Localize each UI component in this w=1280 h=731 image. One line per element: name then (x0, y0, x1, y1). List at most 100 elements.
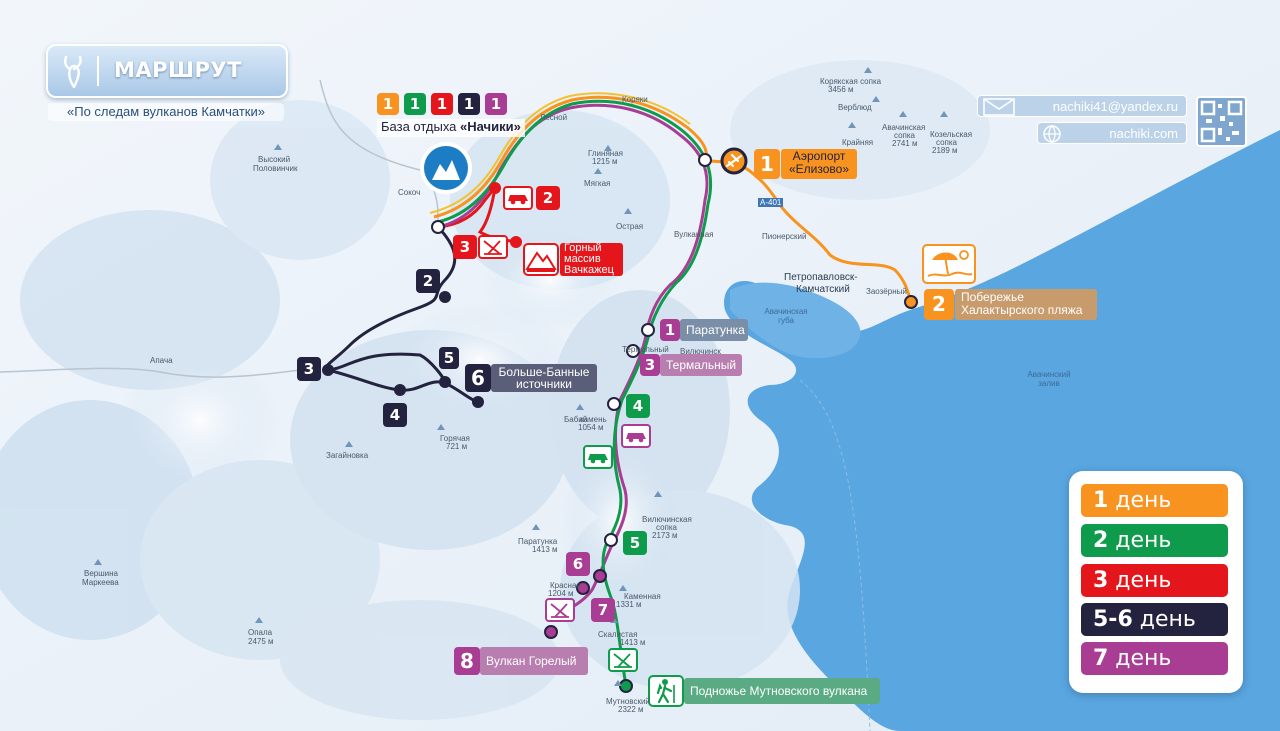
route-nodes (322, 147, 918, 693)
title-panel: МАРШРУТ (46, 44, 288, 98)
place-krasnaya-h: 1204 м (548, 589, 574, 598)
place-paratunka-m: Паратунка (518, 537, 558, 546)
route-badge-d3-a: 2 (536, 186, 560, 210)
sea-avachinskaya-guba-2: губа (778, 316, 794, 325)
place-kamennaya-h: 1331 м (616, 600, 642, 609)
hiker-icon (648, 675, 684, 707)
deer-logo-icon (64, 55, 82, 89)
place-lesnoy: Лесной (540, 113, 568, 122)
legend-day-5-6-num: 5-6 (1093, 607, 1133, 632)
car-icon-day-3 (503, 186, 533, 210)
vachkazhets-line3: Вачкажец (564, 264, 614, 276)
mail-icon (983, 98, 1015, 116)
route-badge-d56-b: 3 (297, 357, 321, 381)
legend-day-7: 7 день (1081, 642, 1228, 675)
place-kamennaya: Каменная (624, 592, 661, 601)
thermal-label: Термальный (660, 354, 742, 376)
vachkazhets-line2: массив (564, 253, 601, 265)
route-badge-d7-a: 6 (566, 552, 590, 576)
place-opala: Опала (248, 628, 273, 637)
gorely-label: Вулкан Горелый (480, 647, 588, 675)
place-vysokiy: Высокий (258, 155, 291, 164)
base-label-name: «Начики» (460, 119, 521, 134)
legend-day-5-6: 5-6 день (1081, 603, 1228, 636)
base-badge-day-3: 1 (431, 93, 453, 115)
place-koryakskaya: Корякская сопка (820, 77, 882, 86)
place-vilyuchinskaya-h: 2173 м (652, 531, 678, 540)
place-vulkannaya: Вулканная (674, 230, 714, 239)
legend-day-2-text: день (1108, 528, 1172, 553)
legend-day-1: 1 день (1081, 484, 1228, 517)
bolshe-bannye-label: Больше-Банные источники (491, 364, 597, 392)
airport-label: Аэропорт «Елизово» (781, 149, 857, 179)
route-day-1-outline (429, 92, 691, 214)
legend-day-7-num: 7 (1093, 646, 1109, 671)
airport-label-line1: Аэропорт (792, 149, 846, 163)
place-zaginovka: Загайновка (326, 451, 369, 460)
base-label-prefix: База отдыха (381, 119, 461, 134)
email-contact[interactable]: nachiki41@yandex.ru (977, 95, 1187, 117)
site-text: nachiki.com (1109, 126, 1178, 141)
beach-label-line1: Побережье (961, 290, 1024, 304)
place-skalistaya: Скалистая (598, 630, 638, 639)
vachkazhets-line1: Горный (564, 242, 602, 254)
legend-day-7-text: день (1108, 646, 1172, 671)
road-north (319, 79, 439, 228)
place-glinyanaya: Глиняная (588, 149, 623, 158)
place-babiy: Бабий (564, 415, 588, 424)
qr-code-icon[interactable] (1196, 96, 1247, 147)
base-badge-day-5-6: 1 (458, 93, 480, 115)
place-polovinchik: Половинчик (253, 164, 298, 173)
bolshe-bannye-line1: Больше-Банные (498, 365, 590, 379)
legend-day-2: 2 день (1081, 524, 1228, 557)
legend-day-3-text: день (1108, 568, 1172, 593)
thermal-badge: 3 (640, 354, 660, 376)
place-markeeva: Маркеева (82, 578, 119, 587)
route-badge-d7-b: 7 (591, 598, 615, 622)
route-day-5-6-branch (327, 352, 447, 384)
place-skalistaya-h: 1413 м (620, 638, 646, 647)
base-badge-day-7: 1 (485, 93, 507, 115)
sea-avachinsky-zaliv-1: Авачинский (1027, 370, 1071, 379)
place-pionersky: Пионерский (762, 232, 807, 241)
place-goryachaya-h: 721 м (446, 442, 468, 451)
place-avachinskaya-h: 2741 м (892, 139, 918, 148)
place-petropavlovsk: Петропавловск- (784, 272, 858, 283)
sea-avachinsky-zaliv-2: залив (1038, 379, 1060, 388)
mutnovsky-label: Подножье Мутновского вулкана (684, 678, 880, 704)
place-krasnaya: Красная (550, 581, 581, 590)
base-emblem (420, 142, 472, 194)
bolshe-bannye-line2: источники (515, 377, 572, 391)
place-kozelskaya: Козельская (930, 130, 973, 139)
place-verhnyaya: Вершина (84, 569, 118, 578)
place-termalny: Термальный (622, 345, 669, 354)
paratunka-label: Паратунка (680, 319, 748, 341)
place-avachinskaya2: сопка (894, 131, 915, 140)
place-road-a401: А-401 (758, 198, 784, 207)
legend-day-1-text: день (1108, 488, 1172, 513)
car-icon-day-2 (583, 445, 613, 469)
ski-icon-day-2 (608, 648, 638, 672)
base-badge-day-1: 1 (377, 93, 399, 115)
route-day-2 (437, 99, 713, 687)
globe-icon (1043, 125, 1061, 143)
title-divider (97, 56, 99, 86)
base-badge-day-2: 1 (404, 93, 426, 115)
place-mutnovsky: Мутновский (606, 697, 650, 706)
road-west (0, 367, 301, 378)
place-zaozerny: Заозёрный (866, 287, 907, 296)
route-badge-d2-b: 5 (623, 531, 647, 555)
vachkazhets-label: Горный массив Вачкажец (560, 243, 623, 276)
route-badge-d56-c: 4 (383, 403, 407, 427)
legend-day-3: 3 день (1081, 564, 1228, 597)
page-subtitle: «По следам вулканов Камчатки» (48, 103, 284, 121)
site-contact[interactable]: nachiki.com (1037, 122, 1187, 144)
beach-label-line2: Халактырского пляжа (961, 303, 1083, 317)
place-vilyuchinskaya: Вилючинская (642, 515, 692, 524)
mountain-icon-day-3 (523, 243, 559, 276)
page-title: МАРШРУТ (114, 58, 242, 82)
airport-label-line2: «Елизово» (788, 162, 849, 176)
airplane-icon (725, 153, 743, 168)
place-glinyanaya-h: 1215 м (592, 157, 618, 166)
legend-day-5-6-text: день (1132, 607, 1196, 632)
